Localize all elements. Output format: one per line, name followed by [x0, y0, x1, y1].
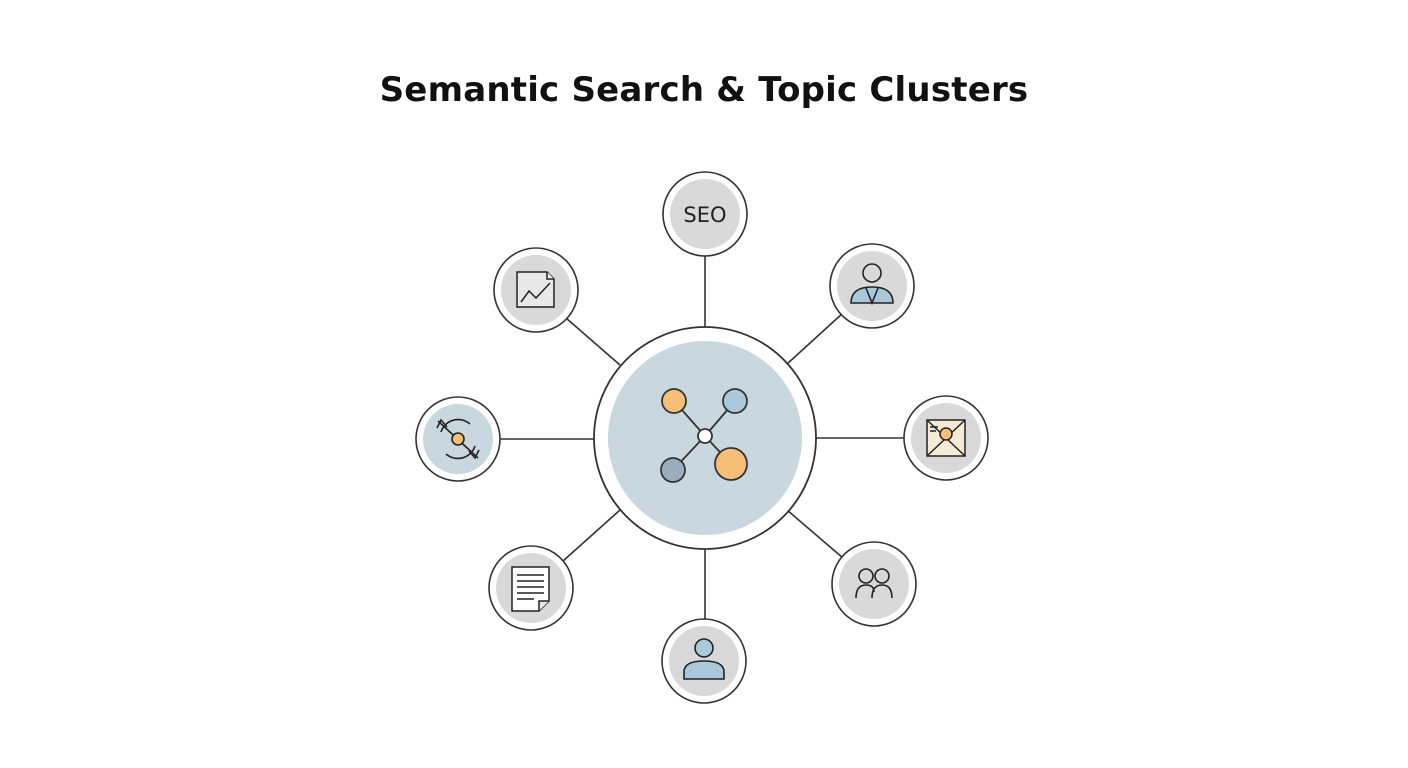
- spoke-node-seo[interactable]: SEO: [662, 171, 748, 257]
- spoke-node-author[interactable]: [661, 618, 747, 704]
- connector-community: [786, 509, 844, 559]
- spoke-node-document[interactable]: [488, 545, 574, 631]
- spoke-node-user-profile[interactable]: [829, 243, 915, 329]
- connector-analytics: [565, 317, 621, 366]
- document-icon: [511, 566, 550, 612]
- spoke-node-sync[interactable]: [415, 396, 501, 482]
- user-icon: [683, 638, 725, 680]
- sync-icon: [436, 418, 480, 460]
- spoke-node-community[interactable]: [831, 541, 917, 627]
- connector-user-profile: [786, 312, 844, 365]
- chart-icon: [516, 271, 555, 308]
- spoke-node-image[interactable]: [903, 395, 989, 481]
- spoke-node-analytics[interactable]: [493, 247, 579, 333]
- connector-document: [562, 509, 621, 562]
- user-profile-icon: [850, 263, 894, 306]
- network-cluster-icon: [660, 388, 748, 483]
- users-icon: [855, 568, 893, 599]
- connector-lines: [499, 256, 905, 620]
- diagram-title: Semantic Search & Topic Clusters: [379, 70, 1029, 110]
- image-icon: [926, 419, 966, 457]
- central-hub[interactable]: [593, 326, 817, 550]
- seo-label: SEO: [683, 203, 726, 227]
